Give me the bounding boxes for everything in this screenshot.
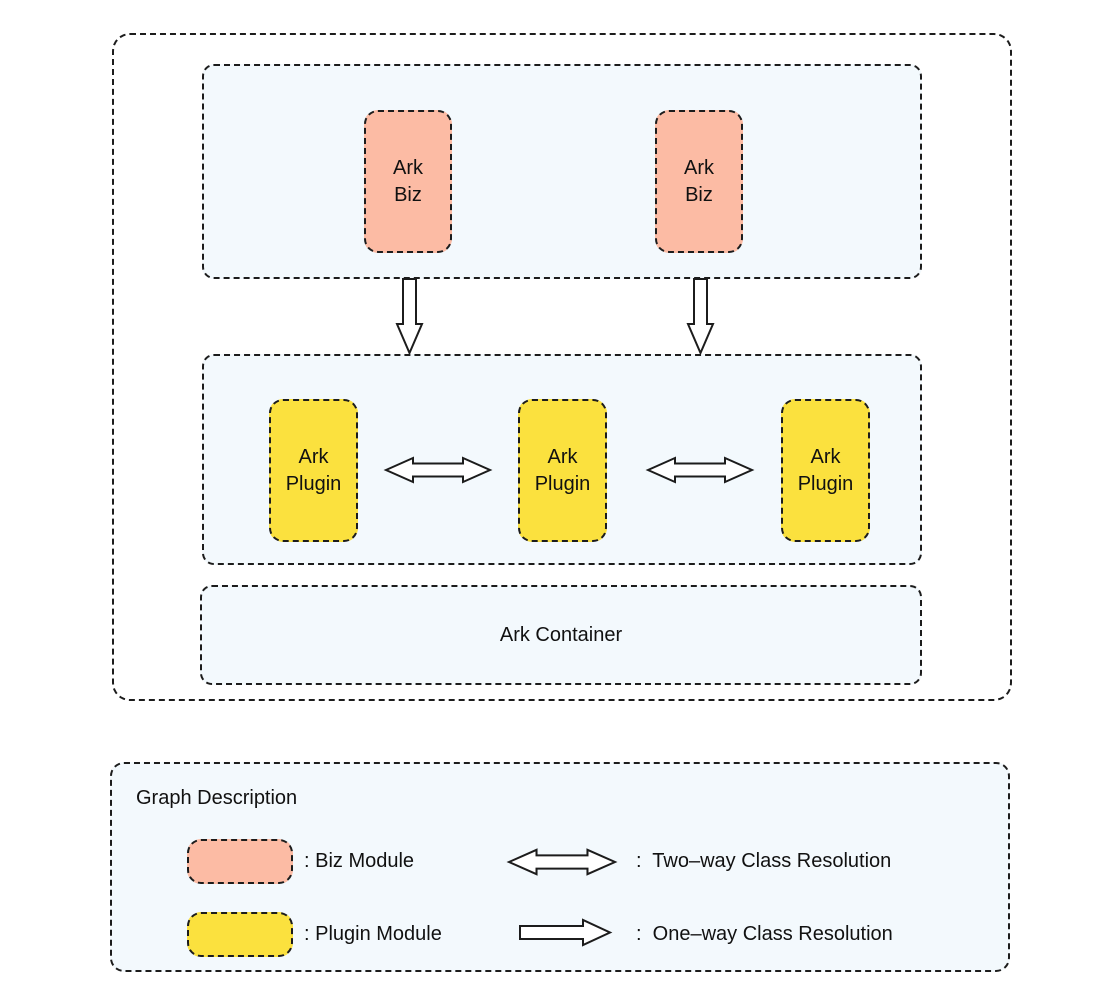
ark-plugin-box-2: Ark Plugin xyxy=(518,399,607,542)
plugin-module-swatch xyxy=(187,912,293,957)
ark-container-label: Ark Container xyxy=(499,623,623,646)
two-way-arrow-icon xyxy=(383,456,493,484)
one-way-arrow-icon xyxy=(519,918,613,947)
ark-plugin-label: Ark Plugin xyxy=(797,445,854,495)
ark-plugin-label: Ark Plugin xyxy=(534,445,591,495)
down-arrow-icon xyxy=(395,278,424,356)
plugin-module-legend-label: : Plugin Module xyxy=(304,923,442,945)
ark-biz-label: Ark Biz xyxy=(684,156,714,206)
legend-panel: Graph Description : Biz Module : Plugin … xyxy=(110,762,1010,972)
biz-module-legend-label: : Biz Module xyxy=(304,850,415,872)
ark-system-outer-container: Ark Biz Ark Biz Ark Plugin Ark Plugin Ar… xyxy=(112,33,1012,701)
ark-plugin-label: Ark Plugin xyxy=(285,445,342,495)
ark-plugin-box-3: Ark Plugin xyxy=(781,399,870,542)
biz-module-swatch xyxy=(187,839,293,884)
ark-container-panel: Ark Container xyxy=(200,585,922,685)
ark-biz-box-1: Ark Biz xyxy=(364,110,452,253)
two-way-legend-label: : Two–way Class Resolution xyxy=(636,850,892,872)
down-arrow-icon xyxy=(686,278,715,356)
ark-biz-box-2: Ark Biz xyxy=(655,110,743,253)
one-way-legend-label: : One–way Class Resolution xyxy=(636,923,893,945)
ark-plugin-box-1: Ark Plugin xyxy=(269,399,358,542)
two-way-arrow-icon xyxy=(645,456,755,484)
biz-layer-panel xyxy=(202,64,922,279)
legend-title: Graph Description xyxy=(136,787,298,809)
two-way-arrow-icon xyxy=(506,848,618,876)
ark-biz-label: Ark Biz xyxy=(393,156,423,206)
